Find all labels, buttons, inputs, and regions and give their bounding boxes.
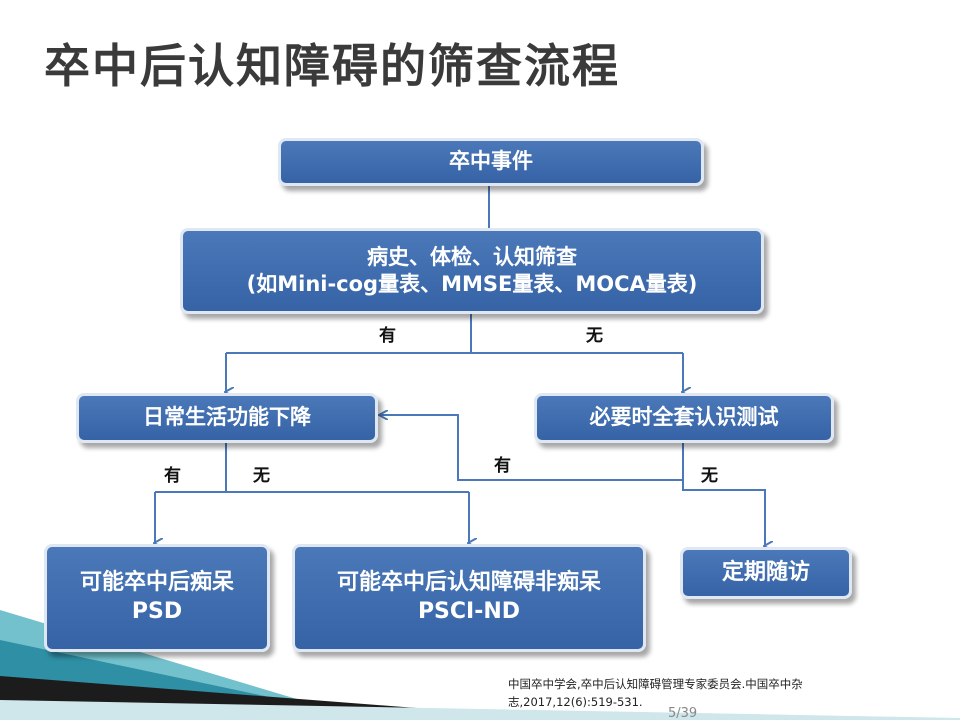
node-psd-line1: 可能卒中后痴呆 xyxy=(79,570,234,596)
node-stroke-event-label: 卒中事件 xyxy=(449,149,533,174)
edge-label-adl-no: 无 xyxy=(253,466,270,486)
node-screening-line2: (如Mini-cog量表、MMSE量表、MOCA量表) xyxy=(246,272,698,296)
node-psci-nd-line2: PSCI-ND xyxy=(417,599,521,624)
node-full-test-label: 必要时全套认识测试 xyxy=(589,405,779,430)
edge-label-screening-yes: 有 xyxy=(379,326,396,346)
node-full-test: 必要时全套认识测试 xyxy=(534,393,834,443)
edge-label-screening-no: 无 xyxy=(586,326,603,346)
node-psci-nd-line1: 可能卒中后认知障碍非痴呆 xyxy=(336,570,601,596)
node-follow-up-label: 定期随访 xyxy=(721,559,810,585)
node-stroke-event: 卒中事件 xyxy=(278,138,704,186)
node-adl-decline: 日常生活功能下降 xyxy=(76,393,378,443)
citation-line1: 中国卒中学会,卒中后认知障碍管理专家委员会.中国卒中杂 xyxy=(508,677,803,691)
node-psd: 可能卒中后痴呆 PSD xyxy=(44,544,270,652)
node-psci-nd: 可能卒中后认知障碍非痴呆 PSCI-ND xyxy=(292,544,646,652)
node-screening: 病史、体检、认知筛查 (如Mini-cog量表、MMSE量表、MOCA量表) xyxy=(180,228,764,314)
node-screening-line1: 病史、体检、认知筛查 xyxy=(367,244,577,269)
arrow-test-to-follow-up xyxy=(682,480,765,546)
page-number: 5/39 xyxy=(668,706,698,721)
edge-label-test-yes: 有 xyxy=(494,456,511,476)
node-adl-decline-label: 日常生活功能下降 xyxy=(143,405,311,430)
edge-label-adl-yes: 有 xyxy=(164,466,181,486)
node-psd-line2: PSD xyxy=(131,599,183,624)
citation: 中国卒中学会,卒中后认知障碍管理专家委员会.中国卒中杂 志,2017,12(6)… xyxy=(508,676,928,712)
slide-title: 卒中后认知障碍的筛查流程 xyxy=(44,39,620,93)
edge-label-test-no: 无 xyxy=(701,466,718,486)
citation-line2: 志,2017,12(6):519-531. xyxy=(508,694,643,709)
node-follow-up: 定期随访 xyxy=(680,547,852,599)
arrow-test-to-adl xyxy=(380,415,683,481)
